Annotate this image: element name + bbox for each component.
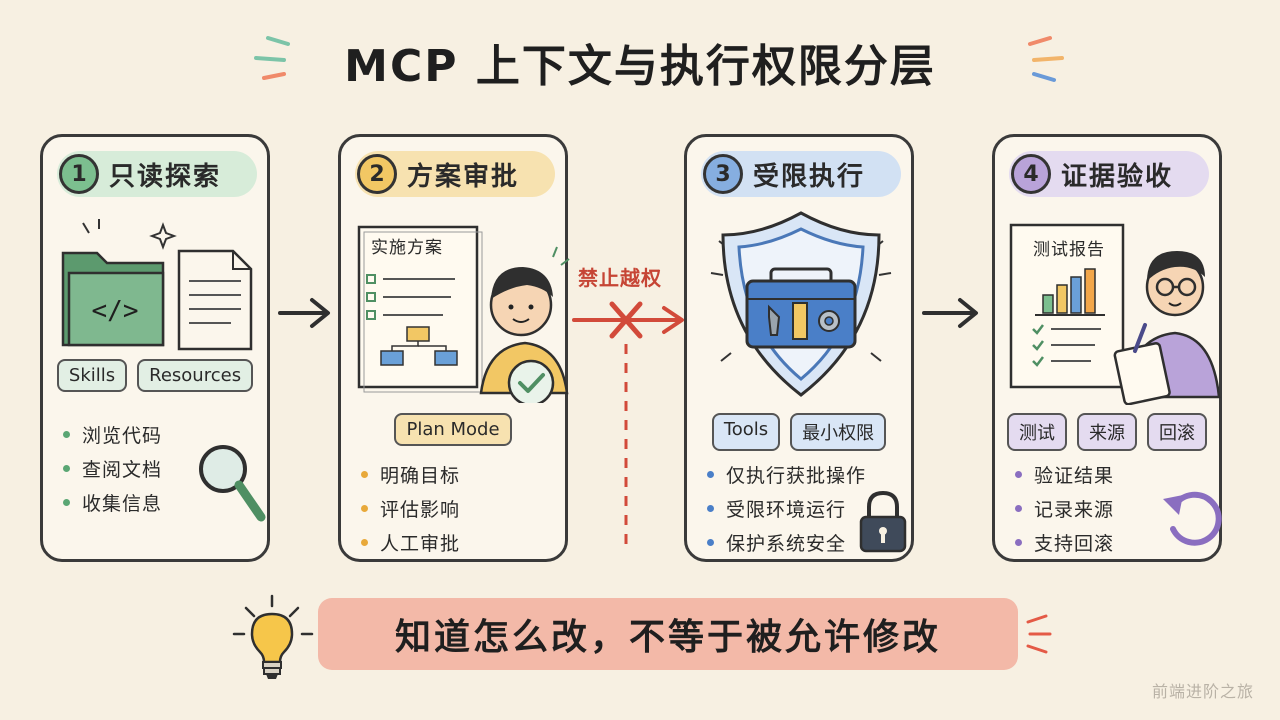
step-number: 3	[703, 154, 743, 194]
step-number: 2	[357, 154, 397, 194]
bullet-item: 收集信息	[63, 485, 162, 519]
step-title: 只读探索	[109, 161, 222, 192]
forbidden-arrow	[572, 301, 684, 550]
plan-document-icon	[357, 225, 483, 393]
bullet-item: 保护系统安全	[707, 525, 866, 559]
tag-skills: Skills	[56, 359, 128, 392]
bullet-item: 记录来源	[1015, 491, 1114, 525]
bullet-item: 浏览代码	[63, 417, 162, 451]
tag-source: 来源	[1077, 413, 1137, 451]
tag-least-privilege: 最小权限	[790, 413, 887, 451]
bullet-item: 查阅文档	[63, 451, 162, 485]
banner-sparkle-decoration	[1026, 614, 1052, 654]
bullet-item: 评估影响	[361, 491, 460, 525]
step-card-restricted-execution: 3 受限执行 Tools 最小权限 仅执行获批操作 受限环境运行 保护系统安全	[684, 134, 914, 562]
step-header: 4 证据验收	[1009, 151, 1209, 197]
bullet-item: 受限环境运行	[707, 491, 866, 525]
plan-document-title: 实施方案	[371, 238, 443, 258]
sparkle-decoration-left	[254, 36, 290, 80]
lightbulb-icon	[232, 594, 314, 679]
step-header: 2 方案审批	[355, 151, 555, 197]
bullet-item: 仅执行获批操作	[707, 457, 866, 491]
step-card-evidence-acceptance: 4 证据验收 测试报告 测试 来源 回滚 验证结果 记录来源 支持回滚	[992, 134, 1222, 562]
key-message-text: 知道怎么改，不等于被允许修改	[394, 617, 941, 658]
lock-icon	[859, 490, 907, 553]
key-message-banner: 知道怎么改，不等于被允许修改	[318, 598, 1018, 670]
bullet-item: 明确目标	[361, 457, 460, 491]
bullet-item: 支持回滚	[1015, 525, 1114, 559]
tag-resources: Resources	[137, 359, 254, 392]
step-title: 方案审批	[407, 161, 520, 192]
step-title: 受限执行	[753, 161, 866, 192]
svg-text:</>: </>	[92, 296, 139, 326]
test-report-icon	[1009, 223, 1125, 389]
forbidden-label: 禁止越权	[578, 266, 662, 290]
test-report-title: 测试报告	[1033, 240, 1105, 260]
person-approving-icon	[479, 246, 570, 403]
step-number: 4	[1011, 154, 1051, 194]
step-header: 1 只读探索	[57, 151, 257, 197]
folder-code-icon: </>	[61, 219, 253, 351]
bullet-item: 人工审批	[361, 525, 460, 559]
step-title: 证据验收	[1061, 161, 1174, 192]
page-title: MCP 上下文与执行权限分层	[344, 41, 936, 92]
magnifier-icon	[199, 445, 266, 522]
tag-tools: Tools	[711, 413, 781, 451]
flow-arrow	[922, 298, 978, 328]
step-card-read-only: 1 只读探索 </> Skills Resources 浏览代码 查阅文档 收集…	[40, 134, 270, 562]
step-header: 3 受限执行	[701, 151, 901, 197]
sparkle-decoration-right	[1028, 36, 1064, 82]
rollback-icon	[1163, 491, 1222, 546]
bullet-item: 验证结果	[1015, 457, 1114, 491]
tag-plan-mode: Plan Mode	[394, 413, 512, 446]
step-number: 1	[59, 154, 99, 194]
tag-test: 测试	[1007, 413, 1067, 451]
tag-rollback: 回滚	[1147, 413, 1207, 451]
step-card-plan-approval: 2 方案审批 实施方案 Plan Mode 明确目标 评估影响 人	[338, 134, 570, 562]
person-reviewing-icon	[1113, 251, 1221, 405]
flow-arrow	[278, 298, 330, 328]
shield-toolbox-icon	[710, 211, 892, 397]
watermark: 前端进阶之旅	[1151, 682, 1254, 701]
